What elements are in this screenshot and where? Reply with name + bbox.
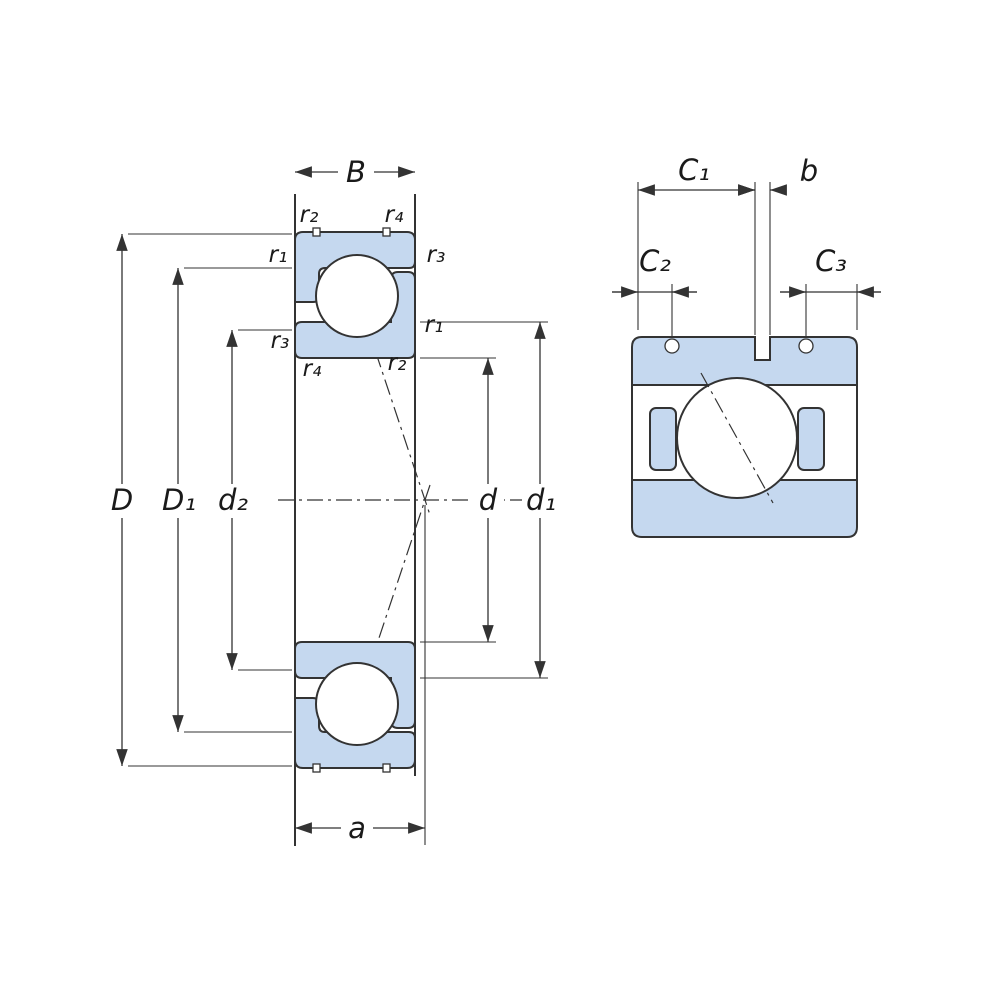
lubrication-hole-left [664, 338, 680, 354]
dim-label-B: B [346, 155, 366, 189]
radius-label-r4-top-right: r₄ [385, 202, 404, 228]
right-view-detail-section: C₁ b C₂ C₃ [612, 153, 881, 538]
ball-top [315, 254, 399, 338]
lubrication-hole-right [798, 338, 814, 354]
inner-ring-bottom-section [294, 641, 416, 729]
left-view-cross-section: B a D D₁ d₂ d d₁ r₂ r₄ r₁ r₃ r₃ r₁ r₄ r₂ [104, 155, 560, 846]
cage-section-right [797, 407, 825, 471]
outer-ring-bottom-band [631, 479, 858, 538]
dim-label-b: b [800, 154, 818, 188]
seal-notch-bottom-right [382, 763, 391, 773]
seal-notch-top-left [312, 227, 321, 237]
dim-label-C1: C₁ [678, 153, 710, 187]
dim-label-a: a [348, 811, 366, 845]
radius-label-r3-lower-left: r₃ [271, 328, 290, 354]
radius-label-r2-top-left: r₂ [300, 202, 319, 228]
dim-label-D1: D₁ [162, 483, 196, 517]
radius-label-r1-upper-left: r₁ [269, 242, 288, 268]
ball-detail [676, 377, 798, 499]
label-mask [341, 813, 373, 843]
label-mask [160, 484, 198, 518]
dim-label-d2: d₂ [218, 483, 248, 517]
label-mask [104, 484, 140, 518]
ball-bottom [315, 662, 399, 746]
dim-label-C2: C₂ [639, 244, 671, 278]
seal-notch-bottom-left [312, 763, 321, 773]
ball-contact-centerline [700, 372, 774, 504]
radius-label-r1-lower-right: r₁ [425, 312, 444, 338]
label-mask [338, 157, 374, 187]
contact-angle-line-top [338, 241, 431, 516]
cage-section-left [649, 407, 677, 471]
dim-label-d1: d₁ [526, 483, 556, 517]
dim-label-d: d [479, 483, 498, 517]
inner-ring-top-section [294, 271, 416, 359]
dim-label-D: D [111, 483, 133, 517]
radius-label-r4-bottom-left: r₄ [303, 356, 322, 382]
label-mask [214, 484, 252, 518]
seal-notch-top-right [382, 227, 391, 237]
label-mask [522, 484, 560, 518]
dim-label-C3: C₃ [815, 244, 847, 278]
label-mask [472, 484, 504, 518]
radius-label-r2-bottom-right: r₂ [388, 350, 407, 376]
radius-label-r3-upper-right: r₃ [427, 242, 446, 268]
